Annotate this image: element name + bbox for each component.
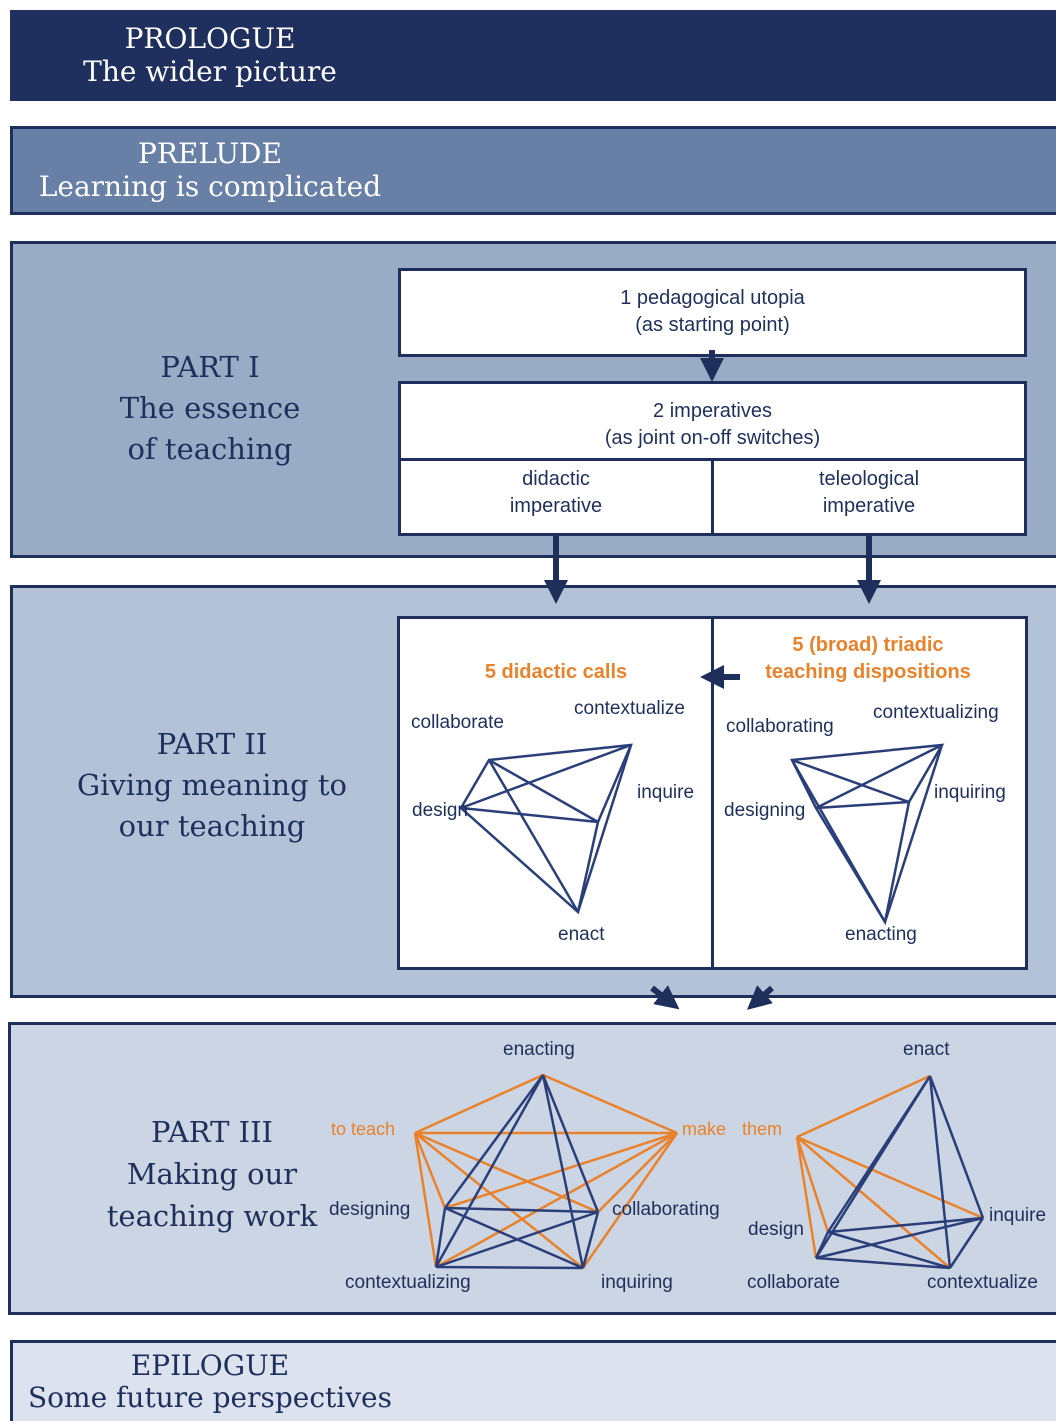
epilogue-heading: EPILOGUE Some future perspectives <box>20 1350 400 1414</box>
teleological-imperative-box: teleological imperative <box>711 458 1027 536</box>
p3-left-make-label: make <box>682 1119 726 1139</box>
part2-subtitle-1: Giving meaning to <box>76 768 348 802</box>
part1-subtitle-1: The essence <box>119 391 301 425</box>
call-collaborate-label: collaborate <box>411 712 504 733</box>
didactic-calls-title: 5 didactic calls <box>485 661 627 683</box>
part2-heading: PART II Giving meaning to our teaching <box>60 724 364 847</box>
p3-left-inquiring-label: inquiring <box>601 1272 673 1293</box>
call-enact-label: enact <box>558 924 605 945</box>
p3-right-inquire-label: inquire <box>989 1205 1046 1226</box>
p3-right-them-label: them <box>742 1119 782 1139</box>
prologue-band <box>10 10 1056 101</box>
didactic-line1: didactic <box>522 468 590 490</box>
prelude-band <box>10 126 1056 215</box>
call-design-label: design <box>412 800 468 821</box>
p3-left-collaborating-label: collaborating <box>612 1199 720 1220</box>
epilogue-band <box>10 1340 1056 1421</box>
teleological-line1: teleological <box>818 468 920 490</box>
part3-subtitle-1: Making our <box>126 1157 298 1191</box>
prelude-subtitle: Learning is complicated <box>38 170 382 203</box>
utopia-line1: 1 pedagogical utopia <box>620 287 805 309</box>
call-contextualize-label: contextualize <box>574 698 685 719</box>
part3-right-graph <box>795 1074 985 1270</box>
didactic-line2: imperative <box>509 495 603 517</box>
prologue-title: PROLOGUE <box>124 22 296 55</box>
p3-left-contextualizing-label: contextualizing <box>345 1272 471 1293</box>
epilogue-subtitle: Some future perspectives <box>28 1381 392 1414</box>
p3-right-collaborate-label: collaborate <box>747 1272 840 1293</box>
didactic-imperative-box: didactic imperative <box>398 458 714 536</box>
disp-collaborating-label: collaborating <box>726 716 834 737</box>
dispositions-graph <box>790 743 945 926</box>
p3-right-enact-label: enact <box>903 1039 950 1060</box>
epilogue-title: EPILOGUE <box>130 1349 290 1382</box>
utopia-line2: (as starting point) <box>635 314 790 336</box>
prelude-heading: PRELUDE Learning is complicated <box>30 137 390 203</box>
teleological-line2: imperative <box>822 495 916 517</box>
part3-subtitle-2: teaching work <box>106 1199 318 1233</box>
didactic-calls-graph <box>459 743 633 915</box>
imperatives-line2: (as joint on-off switches) <box>604 427 821 449</box>
arrow-dispositions-to-part3 <box>746 985 774 1010</box>
dispositions-box <box>711 616 1028 970</box>
prologue-heading: PROLOGUE The wider picture <box>60 22 360 88</box>
dispositions-title-1: 5 (broad) triadic <box>792 634 943 656</box>
disp-contextualizing-label: contextualizing <box>873 702 999 723</box>
part1-subtitle-2: of teaching <box>127 432 293 466</box>
part1-title: PART I <box>160 350 260 384</box>
disp-designing-label: designing <box>724 800 805 821</box>
didactic-calls-box <box>397 616 714 970</box>
p3-left-to-teach-label: to teach <box>331 1119 395 1139</box>
part3-left-graph <box>413 1073 679 1270</box>
part3-title: PART III <box>150 1115 274 1149</box>
disp-enacting-label: enacting <box>845 924 917 945</box>
prologue-subtitle: The wider picture <box>83 55 337 88</box>
part3-heading: PART III Making our teaching work <box>60 1111 364 1237</box>
disp-inquiring-label: inquiring <box>934 782 1006 803</box>
prelude-title: PRELUDE <box>138 137 282 170</box>
p3-left-designing-label: designing <box>329 1199 410 1220</box>
dispositions-title-2: teaching dispositions <box>765 661 971 683</box>
part1-heading: PART I The essence of teaching <box>60 347 360 470</box>
p3-right-contextualize-label: contextualize <box>927 1272 1038 1293</box>
arrow-calls-to-part3 <box>650 985 680 1010</box>
p3-right-design-label: design <box>748 1219 804 1240</box>
part3-band <box>8 1022 1056 1315</box>
part2-title: PART II <box>156 727 268 761</box>
part2-subtitle-2: our teaching <box>118 809 306 843</box>
call-inquire-label: inquire <box>637 782 694 803</box>
p3-left-enacting-label: enacting <box>503 1039 575 1060</box>
imperatives-line1: 2 imperatives <box>653 400 772 422</box>
utopia-box: 1 pedagogical utopia (as starting point) <box>398 268 1027 357</box>
